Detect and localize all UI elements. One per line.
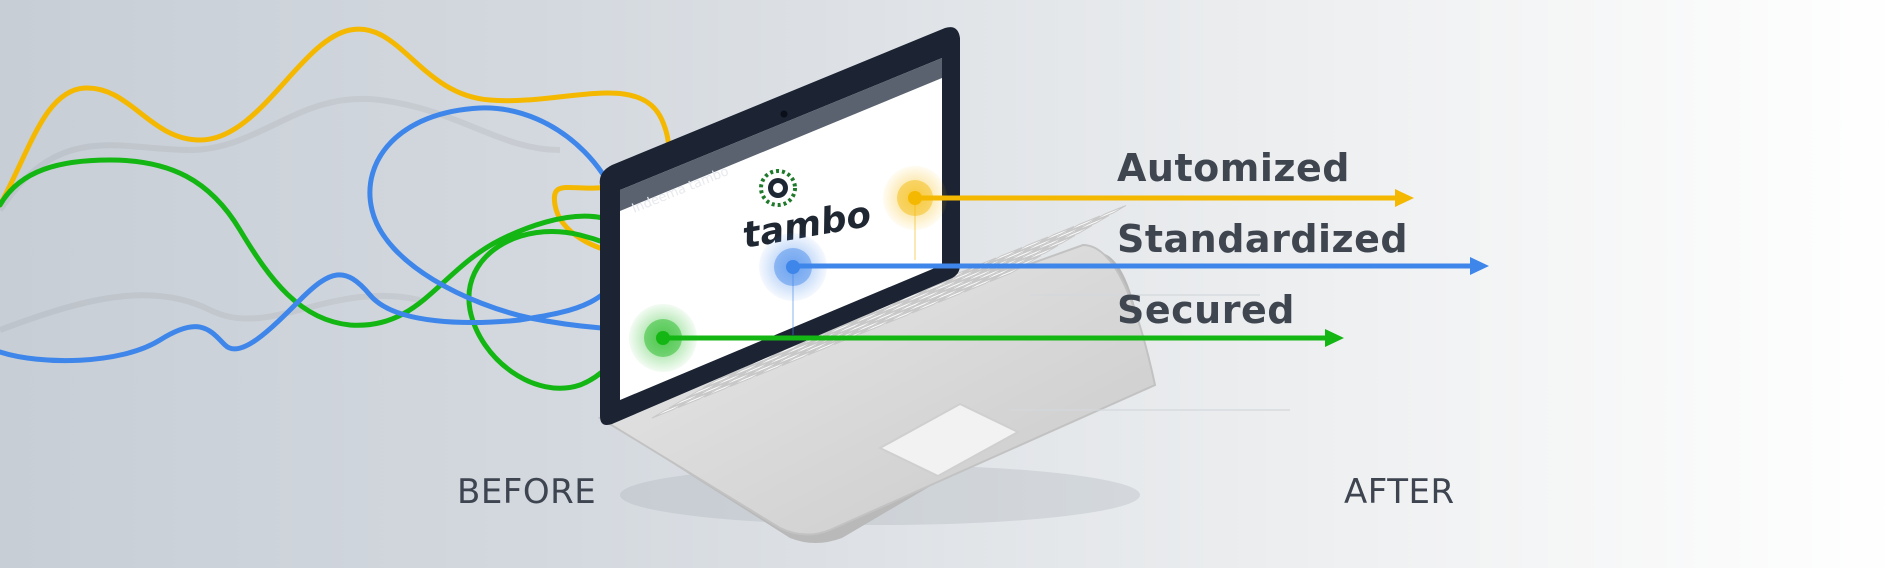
laptop-base xyxy=(597,243,1157,543)
keyboard-key xyxy=(858,308,894,326)
green-arrow xyxy=(660,329,1344,347)
keyboard-key xyxy=(703,380,739,398)
keyboard-key xyxy=(737,360,773,378)
keyboard-key xyxy=(1039,226,1075,243)
keyboard-key xyxy=(892,288,928,306)
keyboard-key xyxy=(850,318,886,335)
faint-guides xyxy=(1010,294,1290,411)
keyboard-key xyxy=(893,297,929,315)
keyboard-key xyxy=(651,401,687,419)
keyboard-key xyxy=(963,275,999,293)
keyboard-key xyxy=(885,307,921,324)
keyboard-key xyxy=(729,370,765,387)
keyboard-key xyxy=(1031,235,1067,253)
keyboard-key xyxy=(668,391,704,409)
keyboard-key xyxy=(1074,215,1110,232)
keyboard-key xyxy=(849,309,885,326)
tambo-logo xyxy=(759,169,797,207)
keyboard-key xyxy=(841,318,877,336)
yellow-tangled-line xyxy=(0,26,671,255)
blue-tangled-line xyxy=(0,105,663,364)
keyboard-key xyxy=(902,297,938,314)
keyboard-key xyxy=(919,287,955,304)
keyboard-key xyxy=(1014,245,1050,263)
keyboard-key xyxy=(928,286,964,304)
keyboard-key xyxy=(1040,235,1076,252)
tambo-logo-icon xyxy=(759,169,797,207)
keyboard-key xyxy=(1091,205,1127,222)
keyboard-key xyxy=(937,286,973,303)
keyboard-key xyxy=(685,381,721,399)
keyboard-key xyxy=(867,308,903,325)
keyboard-key xyxy=(1023,245,1059,262)
trackpad xyxy=(877,402,1021,478)
keyboard-key xyxy=(996,246,1032,264)
keyboard-key xyxy=(720,370,756,388)
keyboard-key xyxy=(901,288,937,305)
keyboard-key xyxy=(702,371,738,389)
keyboard-key xyxy=(876,307,912,325)
screen-display xyxy=(620,58,942,400)
keyboard-key xyxy=(694,381,730,398)
screen-titlebar xyxy=(620,58,942,211)
keyboard-key xyxy=(711,371,747,388)
keyboard-key xyxy=(755,359,791,377)
green-tangled-line xyxy=(0,157,663,391)
keyboard-key xyxy=(1005,246,1041,263)
keyboard-key xyxy=(918,278,954,295)
keyboard-key xyxy=(771,340,807,358)
keyboard-key xyxy=(927,277,963,295)
line-shadows xyxy=(0,95,561,333)
keyboard-key xyxy=(728,361,764,378)
feature-label-standardized: Standardized xyxy=(1117,217,1409,261)
straight-arrows xyxy=(660,189,1489,347)
keyboard-key xyxy=(954,276,990,293)
keyboard-key xyxy=(1057,225,1093,242)
keyboard-key xyxy=(859,317,895,335)
keyboard-key xyxy=(763,350,799,367)
keyboard-key xyxy=(754,350,790,368)
yellow-arrow xyxy=(912,189,1414,207)
keyboard-key xyxy=(987,247,1023,264)
keyboard-key xyxy=(772,349,808,367)
keyboard-key xyxy=(945,276,981,294)
keyboard-key xyxy=(875,298,911,316)
keyboard-key xyxy=(911,296,947,314)
keyboard-key xyxy=(1022,236,1058,253)
keyboard-key xyxy=(884,298,920,315)
keyboard-key xyxy=(1013,236,1049,254)
before-caption: BEFORE xyxy=(457,472,597,512)
feature-label-automized: Automized xyxy=(1117,146,1350,190)
feature-label-secured: Secured xyxy=(1117,288,1295,332)
after-caption: AFTER xyxy=(1344,472,1455,512)
tangled-lines xyxy=(0,26,671,391)
keyboard-key xyxy=(1048,225,1084,243)
keyboard-key xyxy=(746,360,782,377)
webcam xyxy=(780,110,788,118)
keyboard-key xyxy=(832,319,868,336)
keyboard-key xyxy=(823,319,859,337)
blue-arrow xyxy=(790,257,1489,275)
keyboard-key xyxy=(936,277,972,294)
keyboard-key xyxy=(781,349,817,366)
keyboard-key xyxy=(677,391,713,408)
keyboard-key xyxy=(910,287,946,305)
keyboard-key xyxy=(1065,215,1101,233)
